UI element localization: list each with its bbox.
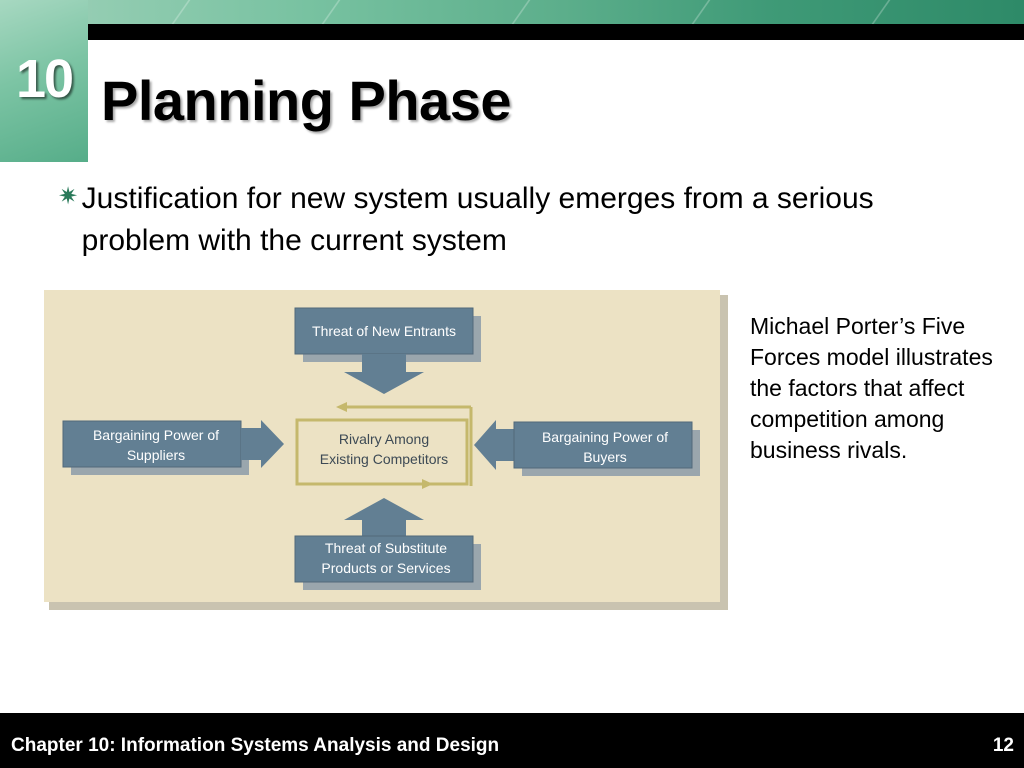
top-banner xyxy=(0,0,1024,24)
five-forces-svg: Threat of New Entrants Bargaining Power … xyxy=(44,290,728,610)
leaf-vein xyxy=(511,0,531,24)
threat-new-entrants-label: Threat of New Entrants xyxy=(312,323,456,339)
bullet-point: ✷ Justification for new system usually e… xyxy=(58,178,988,262)
suppliers-label-line1: Bargaining Power of xyxy=(93,427,219,443)
suppliers-box xyxy=(62,420,242,468)
leaf-vein xyxy=(171,0,191,24)
down-arrow-icon xyxy=(344,354,424,394)
substitutes-box xyxy=(294,535,474,583)
footer-chapter-title: Chapter 10: Information Systems Analysis… xyxy=(11,735,500,756)
five-forces-diagram: Threat of New Entrants Bargaining Power … xyxy=(44,290,728,610)
slide-title: Planning Phase xyxy=(101,69,512,132)
asterisk-bullet-icon: ✷ xyxy=(58,183,79,210)
leaf-vein xyxy=(321,0,341,24)
chapter-tile: 10 xyxy=(0,0,88,162)
buyers-label-line2: Buyers xyxy=(583,449,627,465)
leaf-vein xyxy=(691,0,711,24)
rivalry-arrow-icon xyxy=(336,402,347,412)
threat-new-entrants-box xyxy=(294,307,474,355)
leaf-vein xyxy=(871,0,891,24)
left-arrow-icon xyxy=(474,420,514,470)
rivalry-label-line1: Rivalry Among xyxy=(339,431,429,447)
page-number: 12 xyxy=(992,735,1014,756)
title-bar-stripe xyxy=(88,24,1024,40)
substitutes-label-line1: Threat of Substitute xyxy=(325,540,447,556)
buyers-box xyxy=(513,421,693,469)
rivalry-label-line2: Existing Competitors xyxy=(320,451,448,467)
right-arrow-icon xyxy=(241,420,284,468)
chapter-number: 10 xyxy=(15,49,74,109)
suppliers-label-line2: Suppliers xyxy=(127,447,185,463)
bullet-text: Justification for new system usually eme… xyxy=(81,182,874,257)
up-arrow-icon xyxy=(344,498,424,536)
substitutes-label-line2: Products or Services xyxy=(321,560,450,576)
rivalry-arrow-icon xyxy=(422,479,433,489)
figure-caption: Michael Porter’s Five Forces model illus… xyxy=(750,313,993,463)
buyers-label-line1: Bargaining Power of xyxy=(542,429,668,445)
footer-bar: Chapter 10: Information Systems Analysis… xyxy=(0,713,1024,768)
